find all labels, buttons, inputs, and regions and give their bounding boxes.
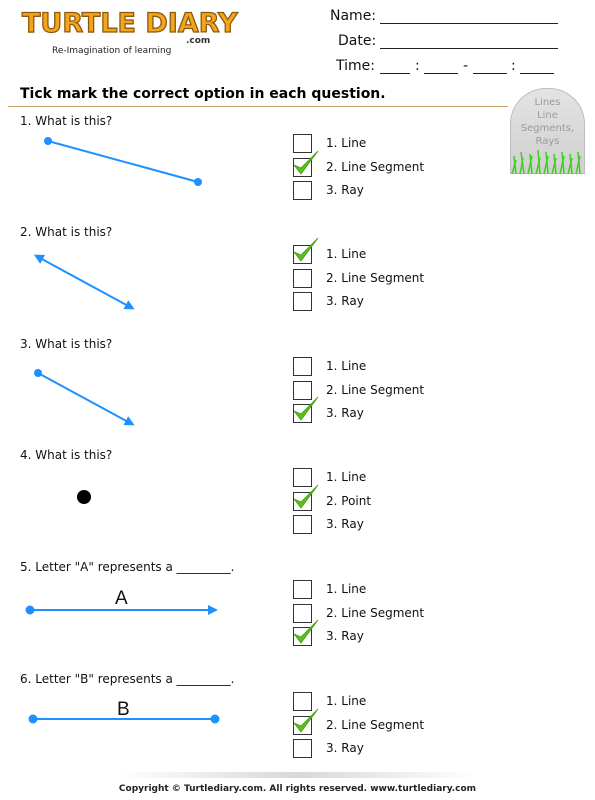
- answer-checkbox[interactable]: [293, 515, 312, 534]
- logo-suffix: .com: [186, 36, 211, 46]
- name-label: Name:: [330, 8, 377, 24]
- time-label: Time:: [336, 58, 375, 74]
- answer-checkbox[interactable]: [293, 468, 312, 487]
- figure-ray: [25, 605, 218, 615]
- answer-option-label: 1. Line: [326, 136, 367, 150]
- time-field-end-hours[interactable]: [473, 73, 507, 74]
- time-separator: :: [511, 58, 516, 74]
- divider: [8, 106, 508, 107]
- question-text: 4. What is this?: [20, 448, 113, 462]
- question-text: 1. What is this?: [20, 114, 113, 128]
- footer-copyright: Copyright © Turtlediary.com. All rights …: [118, 784, 477, 794]
- time-separator: :: [415, 58, 420, 74]
- logo: TURTLE DIARY: [21, 7, 238, 39]
- answer-option-label: 3. Ray: [326, 629, 364, 643]
- topic-tombstone: Lines Line Segments, Rays: [510, 88, 585, 174]
- answer-checkbox[interactable]: [293, 357, 312, 376]
- answer-option-label: 3. Ray: [326, 741, 364, 755]
- answer-option-label: 3. Ray: [326, 183, 364, 197]
- answer-option-label: 1. Line: [326, 582, 367, 596]
- answer-checkbox[interactable]: [293, 692, 312, 711]
- answer-option-label: 1. Line: [326, 694, 367, 708]
- tombstone-line: Rays: [535, 136, 560, 147]
- checkmark-icon: [293, 708, 319, 733]
- instruction: Tick mark the correct option in each que…: [20, 86, 386, 102]
- answer-checkbox[interactable]: [293, 292, 312, 311]
- figure-line: [33, 254, 135, 310]
- checkmark-icon: [293, 237, 319, 262]
- figure-point: [77, 490, 91, 504]
- footer-divider: [118, 772, 478, 778]
- answer-checkbox[interactable]: [293, 134, 312, 153]
- time-field-end-minutes[interactable]: [520, 73, 554, 74]
- answer-option-label: 3. Ray: [326, 406, 364, 420]
- grass-icon: [511, 149, 581, 174]
- tombstone-text: Lines Line Segments, Rays: [510, 96, 585, 148]
- answer-option-label: 2. Line Segment: [326, 717, 425, 732]
- checkmark-icon: [293, 619, 319, 644]
- figure-ray: [34, 369, 135, 426]
- answer-option-label: 2. Line Segment: [326, 270, 425, 285]
- tombstone-line: Line: [537, 110, 558, 121]
- figure-label: A: [115, 588, 128, 609]
- checkmark-icon: [293, 150, 319, 175]
- answer-option-label: 2. Point: [326, 493, 372, 508]
- answer-option-label: 3. Ray: [326, 517, 364, 531]
- time-field-minutes[interactable]: [424, 73, 458, 74]
- answer-option-label: 1. Line: [326, 359, 367, 373]
- tagline: Re-Imagination of learning: [52, 46, 172, 56]
- time-separator: -: [463, 58, 469, 74]
- answer-option-label: 1. Line: [326, 247, 367, 261]
- answer-checkbox[interactable]: [293, 181, 312, 200]
- answer-checkbox[interactable]: [293, 603, 312, 623]
- question-text: 5. Letter "A" represents a _________.: [20, 560, 235, 574]
- answer-checkbox[interactable]: [293, 580, 312, 599]
- tombstone-line: Lines: [534, 97, 561, 108]
- answer-option-label: 1. Line: [326, 470, 367, 484]
- figure-line-segment: [44, 137, 202, 186]
- answer-checkbox[interactable]: [293, 380, 312, 400]
- time-field-hours[interactable]: [380, 73, 410, 74]
- answer-option-label: 3. Ray: [326, 294, 364, 308]
- answer-option-label: 2. Line Segment: [326, 382, 425, 397]
- checkmark-icon: [293, 396, 319, 421]
- tombstone-line: Segments,: [520, 123, 575, 134]
- checkmark-icon: [293, 484, 319, 509]
- date-field[interactable]: [380, 48, 558, 49]
- answer-checkbox[interactable]: [293, 268, 312, 288]
- question-text: 6. Letter "B" represents a _________.: [20, 672, 235, 686]
- question-text: 3. What is this?: [20, 337, 113, 351]
- answer-option-label: 2. Line Segment: [326, 605, 425, 620]
- answer-checkbox[interactable]: [293, 739, 312, 758]
- date-label: Date:: [338, 33, 377, 49]
- name-field[interactable]: [380, 23, 558, 24]
- figure-line-segment: [28, 714, 220, 724]
- answer-option-label: 2. Line Segment: [326, 159, 425, 174]
- figure-label: B: [117, 699, 130, 720]
- question-text: 2. What is this?: [20, 225, 113, 239]
